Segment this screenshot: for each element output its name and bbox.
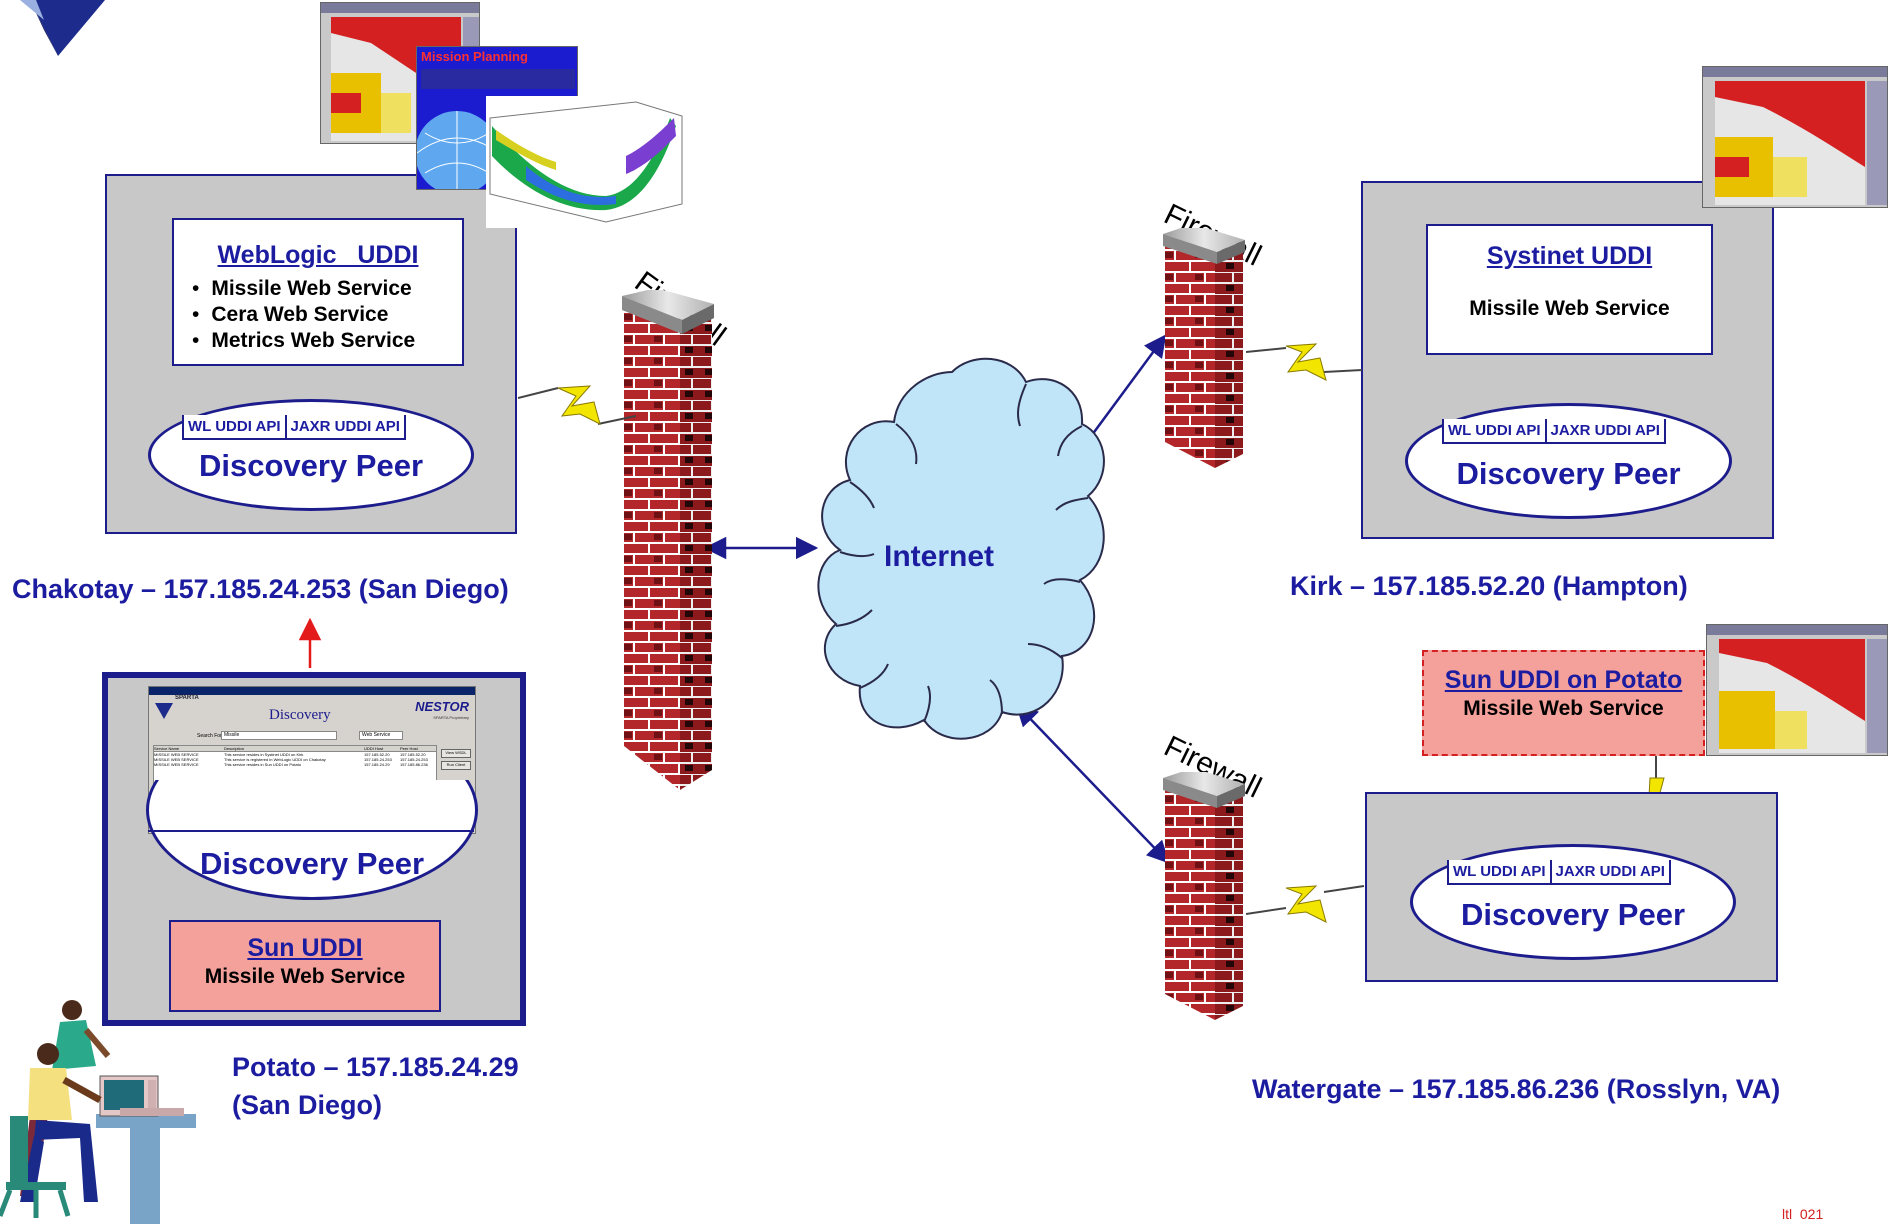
potato-host-label-line2: (San Diego) <box>232 1090 383 1120</box>
run-client-button[interactable]: Run Client <box>441 761 471 770</box>
chakotay-uddi-box: WebLogic UDDI Missile Web Service Cera W… <box>172 218 464 366</box>
chakotay-service-item: Missile Web Service <box>192 276 462 302</box>
footer-code: ltl 021 <box>1782 1206 1824 1222</box>
cell: This service resides in Systinet UDDI on… <box>224 752 304 757</box>
cell: MISSILE WEB SERVICE <box>154 757 199 762</box>
view-wsdl-button[interactable]: View WSDL <box>441 749 471 758</box>
cell: MISSILE WEB SERVICE <box>154 762 199 767</box>
table-header: Service Name Description UDDI Host Peer … <box>154 746 436 752</box>
cell: This service resides in Sun UDDI on Pota… <box>224 762 301 767</box>
potato-service: Missile Web Service <box>204 965 406 988</box>
wl-uddi-api-label: WL UDDI API <box>1453 863 1546 880</box>
app-brand: SPARTA <box>175 695 199 701</box>
lightning-watergate <box>1246 885 1365 923</box>
cell: This service is registered in WebLogic U… <box>224 757 326 762</box>
chakotay-host-label: Chakotay – 157.185.24.253 (San Diego) <box>12 574 509 604</box>
kirk-uddi-title: Systinet UDDI <box>1486 242 1653 270</box>
jaxr-uddi-api-label: JAXR UDDI API <box>1549 860 1669 883</box>
jaxr-uddi-api-label: JAXR UDDI API <box>284 415 404 438</box>
map-thumbnail <box>1706 624 1888 756</box>
app-nestor-logo: NESTOR <box>415 699 469 714</box>
chakotay-peer-label: Discovery Peer <box>198 448 424 483</box>
cell: MISSILE WEB SERVICE <box>154 752 199 757</box>
potato-peer-label: Discovery Peer <box>199 846 425 881</box>
wl-uddi-api-label: WL UDDI API <box>188 418 281 435</box>
table-row[interactable]: MISSILE WEB SERVICE This service resides… <box>154 752 436 757</box>
potato-uddi-title: Sun UDDI <box>247 934 363 962</box>
cell: 157.185.86.236 <box>400 762 428 767</box>
wl-uddi-api-label: WL UDDI API <box>1448 422 1541 439</box>
cell: 157.185.52.20 <box>400 752 426 757</box>
app-logo-sub: SPARTA Proprietary <box>433 715 469 720</box>
app-logo-icon <box>155 703 173 719</box>
col-peer-host: Peer Host <box>400 746 418 751</box>
users-at-computer-illustration <box>0 1000 196 1224</box>
firewall-large <box>622 290 714 790</box>
kirk-uddi-box: Systinet UDDI Missile Web Service <box>1426 224 1713 355</box>
jaxr-uddi-api-label: JAXR UDDI API <box>1544 419 1664 442</box>
watergate-api-bar: WL UDDI API JAXR UDDI API <box>1447 860 1671 885</box>
kirk-host-label: Kirk – 157.185.52.20 (Hampton) <box>1290 571 1688 601</box>
app-search-input[interactable]: Missile <box>221 731 337 740</box>
sun-uddi-potato-box: Sun UDDI on Potato Missile Web Service <box>1422 650 1705 756</box>
col-uddi-host: UDDI Host <box>364 746 384 751</box>
watergate-service: Missile Web Service <box>1463 697 1664 720</box>
potato-host-label-line1: Potato – 157.185.24.29 <box>232 1052 519 1082</box>
app-search-label: Search For <box>197 733 222 739</box>
chakotay-service-item: Metrics Web Service <box>192 328 462 354</box>
potato-discovery-peer: Discovery Peer <box>146 780 478 900</box>
table-row[interactable]: MISSILE WEB SERVICE This service resides… <box>154 762 436 767</box>
cell: 157.185.24.253 <box>364 757 392 762</box>
col-service-name: Service Name <box>154 746 180 751</box>
chakotay-service-list: Missile Web Service Cera Web Service Met… <box>174 276 462 354</box>
cell: 157.185.24.29 <box>364 762 390 767</box>
chakotay-discovery-peer: Discovery Peer <box>148 399 474 511</box>
lightning-kirk <box>1246 343 1363 381</box>
cell: 157.185.24.253 <box>400 757 428 762</box>
corner-logo <box>20 0 105 56</box>
kirk-api-bar: WL UDDI API JAXR UDDI API <box>1442 419 1666 444</box>
firewall-kirk <box>1163 228 1245 468</box>
internet-label: Internet <box>884 540 995 573</box>
kirk-peer-label: Discovery Peer <box>1456 456 1681 491</box>
watergate-peer-label: Discovery Peer <box>1460 897 1686 932</box>
app-service-dropdown[interactable]: Web Service <box>359 731 403 740</box>
app-window-title: Discovery <box>269 707 331 723</box>
table-row[interactable]: MISSILE WEB SERVICE This service is regi… <box>154 757 436 762</box>
mission-planning-title: Mission Planning <box>421 49 528 64</box>
link-watergate-internet <box>1015 703 1170 864</box>
potato-sun-uddi-box: Sun UDDI Missile Web Service <box>169 920 441 1012</box>
watergate-host-label: Watergate – 157.185.86.236 (Rosslyn, VA) <box>1252 1074 1781 1104</box>
surface-plot-thumbnail <box>486 96 686 228</box>
chakotay-service-item: Cera Web Service <box>192 302 462 328</box>
internet-cloud <box>817 357 1105 740</box>
map-thumbnail <box>1702 66 1888 208</box>
chakotay-uddi-title: WebLogic UDDI <box>217 241 419 269</box>
kirk-service: Missile Web Service <box>1469 297 1670 320</box>
firewall-watergate <box>1163 772 1245 1020</box>
app-titlebar <box>149 687 475 695</box>
chakotay-api-bar: WL UDDI API JAXR UDDI API <box>182 415 406 440</box>
cell: 157.185.52.20 <box>364 752 390 757</box>
watergate-uddi-title: Sun UDDI on Potato <box>1444 666 1683 694</box>
col-description: Description <box>224 746 245 751</box>
lightning-chakotay <box>518 385 637 425</box>
